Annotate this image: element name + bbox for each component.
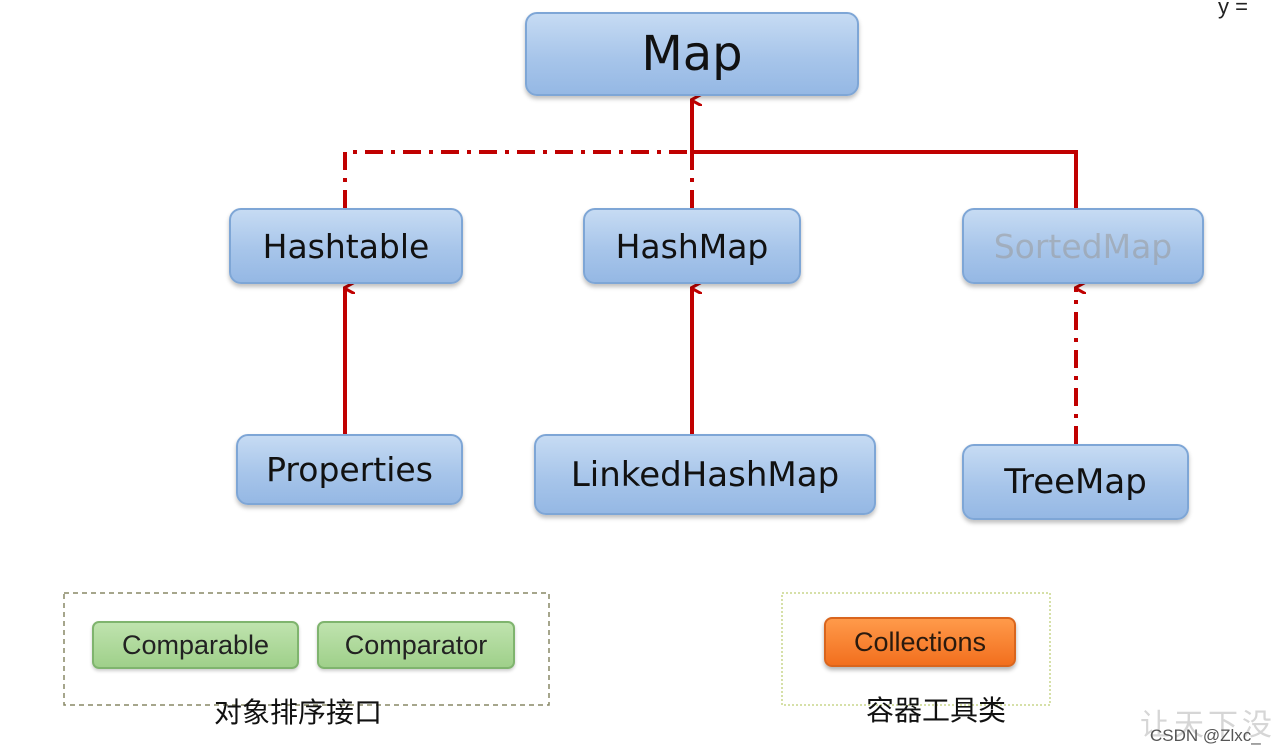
- sortedmap-label: SortedMap: [993, 226, 1173, 266]
- hashtable-to-map-connector: [343, 150, 692, 208]
- comparable-box: Comparable: [92, 621, 299, 669]
- collections-box: Collections: [824, 617, 1016, 667]
- collections-label: Collections: [853, 626, 987, 657]
- properties-label: Properties: [266, 450, 433, 489]
- treemap-label: TreeMap: [1004, 462, 1147, 502]
- treemap-node: TreeMap: [962, 444, 1189, 520]
- sortedmap-node: SortedMap: [962, 208, 1204, 284]
- comparator-box: Comparator: [317, 621, 515, 669]
- comparator-label: Comparator: [344, 629, 488, 660]
- linkedhashmap-label: LinkedHashMap: [570, 454, 840, 495]
- watermark-seal: 让天下没: [1140, 708, 1276, 743]
- sortedmap-to-map-connector: [692, 150, 1078, 208]
- linkedhashmap-node: LinkedHashMap: [534, 434, 876, 515]
- map-node: Map: [525, 12, 859, 96]
- hashmap-node: HashMap: [583, 208, 801, 284]
- interfaces-group-label: 对象排序接口: [214, 696, 383, 729]
- hashtable-label: Hashtable: [262, 226, 430, 266]
- interfaces-group-border: [63, 592, 550, 706]
- properties-node: Properties: [236, 434, 463, 505]
- csdn-watermark: CSDN @Zlxc_: [1150, 726, 1261, 745]
- corner-formula-text: y =: [1218, 0, 1248, 19]
- utility-group-label: 容器工具类: [866, 694, 1007, 727]
- utility-group-border: [781, 592, 1051, 706]
- hashmap-label: HashMap: [615, 226, 769, 266]
- hashtable-node: Hashtable: [229, 208, 463, 284]
- map-label: Map: [641, 26, 743, 82]
- comparable-label: Comparable: [121, 629, 270, 660]
